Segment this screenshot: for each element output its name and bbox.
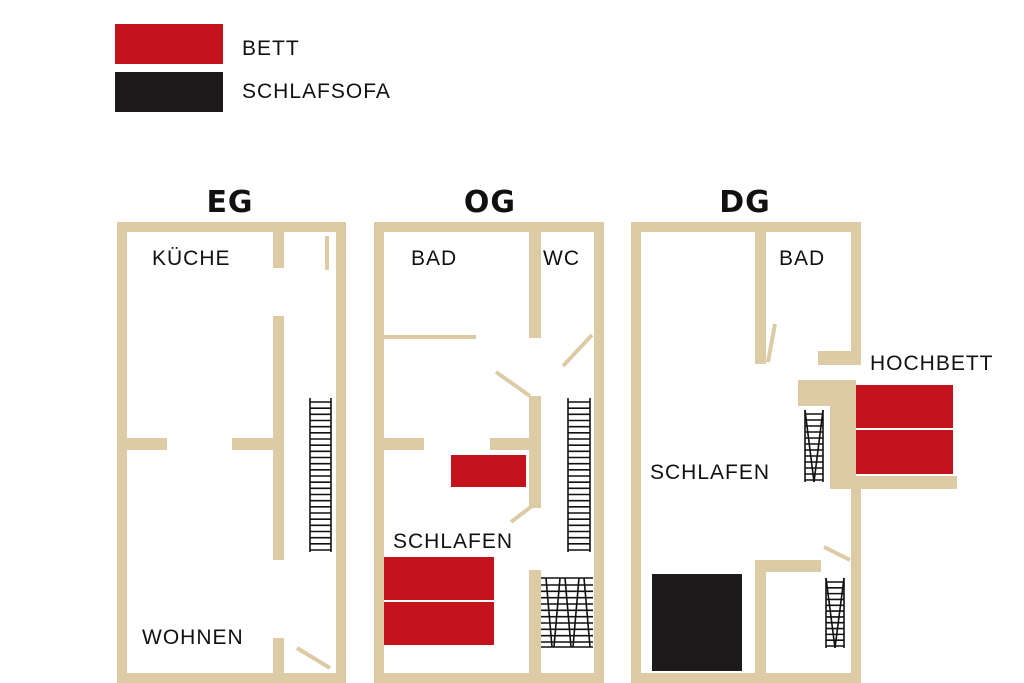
dg-walls [631, 222, 957, 683]
room-label-og-sleeping: SCHLAFEN [393, 530, 513, 553]
dg-staircase-upper [804, 409, 824, 483]
eg-walls [117, 222, 346, 683]
eg-staircase [309, 398, 332, 552]
room-label-dg-sleeping: SCHLAFEN [650, 461, 770, 484]
legend-sofa-swatch [115, 72, 223, 112]
room-label-dg-loft-bed: HOCHBETT [870, 352, 994, 375]
floor-title-dg: DG [719, 185, 771, 220]
og-staircase-lower [541, 577, 593, 648]
og-walls [374, 222, 604, 683]
room-label-living: WOHNEN [142, 626, 244, 649]
room-label-kitchen: KÜCHE [152, 247, 231, 270]
dg-doors [766, 323, 851, 562]
og-doors [384, 333, 594, 524]
floor-plan-og: BAD WC SCHLAFEN [374, 222, 604, 683]
legend-sofa-label: SCHLAFSOFA [242, 80, 391, 103]
room-label-og-wc: WC [543, 247, 580, 270]
eg-doors [295, 236, 332, 670]
og-staircase-upper [567, 398, 591, 552]
og-bed-small [451, 455, 526, 487]
legend-bed-swatch [115, 24, 223, 64]
room-label-og-bath: BAD [411, 247, 457, 270]
room-label-dg-bath: BAD [779, 247, 825, 270]
floor-title-eg: EG [206, 185, 253, 220]
legend-bed-label: BETT [242, 37, 300, 60]
floor-plan-dg: BAD HOCHBETT SCHLAFEN [631, 222, 994, 683]
dg-staircase-lower [825, 577, 845, 649]
floor-title-og: OG [464, 185, 516, 220]
floor-plan-eg: KÜCHE WOHNEN [117, 222, 346, 683]
legend: BETT SCHLAFSOFA [115, 24, 391, 112]
dg-sofa-bed [652, 574, 742, 671]
